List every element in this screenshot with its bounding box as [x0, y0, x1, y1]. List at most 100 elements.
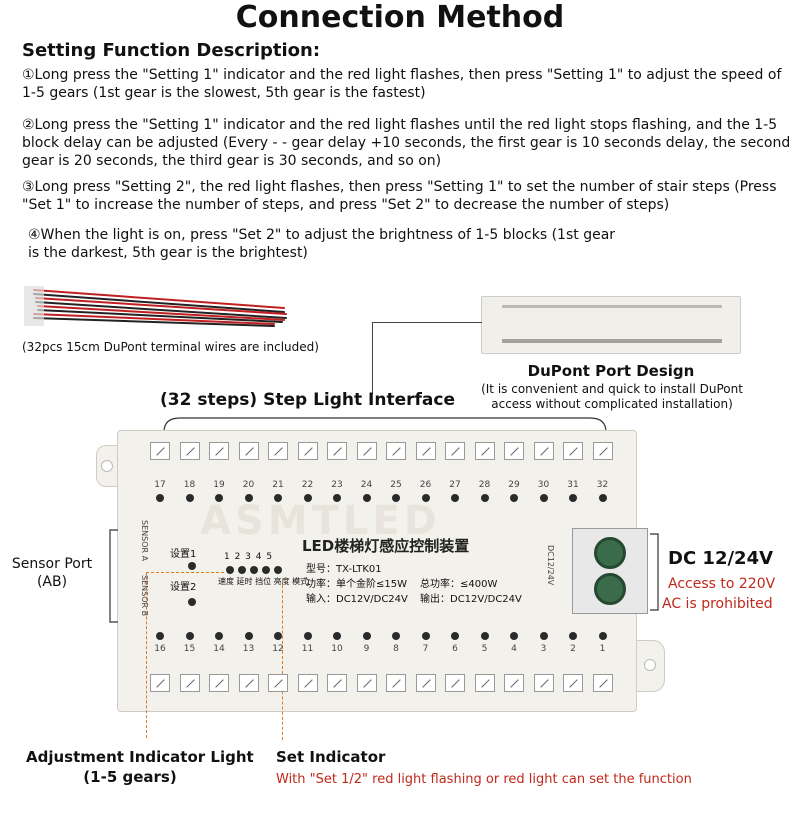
dc-warning-2: AC is prohibited	[662, 596, 773, 612]
dc-bracket	[650, 533, 659, 611]
step-number-top: 32	[596, 480, 609, 490]
adjustment-label: Adjustment Indicator Light	[26, 748, 254, 766]
dupont-title: DuPont Port Design	[527, 362, 695, 380]
step-terminal-bottom[interactable]	[415, 674, 436, 692]
step-terminal-top[interactable]	[415, 442, 436, 460]
dupont-description: (It is convenient and quick to install D…	[481, 382, 743, 411]
step-terminal-top[interactable]	[179, 442, 200, 460]
step-number-top: 28	[478, 480, 491, 490]
controller-board	[117, 430, 637, 712]
step-led-bottom	[185, 632, 194, 640]
step-terminal-top[interactable]	[150, 442, 170, 460]
board-watermark: ASMTLED	[200, 498, 441, 544]
step-led-top	[451, 494, 459, 502]
gear-led-3	[250, 566, 258, 574]
gear-labels: 速度 延时 挡位 亮度 模式	[218, 577, 309, 586]
step-led-top	[510, 494, 518, 502]
dc-warning-1: Access to 220V	[668, 576, 776, 592]
board-mount-tab-left	[96, 445, 119, 487]
step-terminal-top[interactable]	[268, 442, 288, 460]
step-terminal-bottom[interactable]	[179, 674, 200, 692]
step-terminal-top[interactable]	[474, 442, 495, 460]
step-number-top: 18	[183, 480, 196, 490]
set2-indicator-led[interactable]	[188, 598, 196, 606]
step-led-top	[480, 494, 489, 502]
step-number-top: 17	[154, 480, 166, 490]
board-input: 输入：DC12V/DC24V	[306, 594, 408, 605]
board-name: LED楼梯灯感应控制装置	[302, 537, 470, 555]
step-terminal-top[interactable]	[238, 442, 259, 460]
step-terminal-top[interactable]	[445, 442, 465, 460]
step-led-bottom	[392, 632, 400, 640]
step-number-top: 27	[449, 480, 461, 490]
set1-indicator-led[interactable]	[188, 562, 196, 570]
step-terminal-top[interactable]	[386, 442, 406, 460]
step-terminal-top[interactable]	[297, 442, 318, 460]
step-led-bottom	[480, 632, 489, 640]
step-terminal-bottom[interactable]	[150, 674, 170, 692]
step-terminal-bottom[interactable]	[533, 674, 554, 692]
step-terminal-top[interactable]	[356, 442, 377, 460]
sensor-b-label: SENSOR B	[140, 575, 149, 617]
step-number-top: 24	[360, 480, 373, 490]
step-led-bottom	[539, 632, 548, 640]
step-led-top	[362, 494, 371, 502]
dupont-wires-image	[24, 286, 287, 327]
set2-label: 设置2	[170, 582, 197, 593]
step-terminal-top[interactable]	[533, 442, 554, 460]
step-led-top	[303, 494, 312, 502]
step-terminal-bottom[interactable]	[297, 674, 318, 692]
step-number-bottom: 4	[511, 644, 517, 654]
connector-line	[372, 322, 373, 394]
step-led-top	[333, 494, 341, 502]
step-terminal-top[interactable]	[327, 442, 347, 460]
set-indicator-callout-line	[282, 580, 284, 740]
adjustment-sub: (1-5 gears)	[83, 768, 177, 786]
gear-led-5	[274, 566, 282, 574]
step-led-top	[215, 494, 223, 502]
step-number-bottom: 8	[393, 644, 399, 654]
step-terminal-top[interactable]	[592, 442, 613, 460]
connector-line	[372, 322, 482, 323]
dupont-module-image	[481, 296, 741, 354]
step-terminal-bottom[interactable]	[445, 674, 465, 692]
step-interface-label: (32 steps) Step Light Interface	[160, 390, 456, 410]
voltage-tag: DC12/24V	[546, 545, 555, 586]
step-terminal-bottom[interactable]	[474, 674, 495, 692]
step-led-bottom	[215, 632, 223, 640]
set-indicator-desc: With "Set 1/2" red light flashing or red…	[276, 772, 692, 787]
step-terminal-bottom[interactable]	[563, 674, 583, 692]
step-terminal-bottom[interactable]	[386, 674, 406, 692]
power-terminal-block[interactable]	[572, 528, 648, 614]
step-terminal-bottom[interactable]	[592, 674, 613, 692]
board-model: 型号：TX-LTK01	[306, 564, 382, 575]
step-terminal-top[interactable]	[563, 442, 583, 460]
step-led-bottom	[303, 632, 312, 640]
step-number-bottom: 10	[331, 644, 343, 654]
step-terminal-bottom[interactable]	[238, 674, 259, 692]
step-terminal-bottom[interactable]	[356, 674, 377, 692]
step-terminal-bottom[interactable]	[209, 674, 229, 692]
step-terminal-top[interactable]	[504, 442, 524, 460]
step-terminal-bottom[interactable]	[268, 674, 288, 692]
board-output: 输出：DC12V/DC24V	[420, 594, 522, 605]
step-number-bottom: 6	[452, 644, 458, 654]
section-subtitle: Setting Function Description:	[22, 40, 321, 61]
sensor-port-sub: (AB)	[36, 574, 68, 590]
wires-caption: (32pcs 15cm DuPont terminal wires are in…	[22, 340, 319, 354]
step-led-top	[156, 494, 164, 502]
step-number-bottom: 12	[272, 644, 284, 654]
step-number-bottom: 5	[481, 644, 488, 654]
step-number-bottom: 1	[599, 644, 606, 654]
set-indicator-title: Set Indicator	[276, 748, 386, 766]
step-terminal-bottom[interactable]	[504, 674, 524, 692]
step-number-top: 31	[567, 480, 579, 490]
step-number-top: 23	[331, 480, 343, 490]
step-number-top: 29	[508, 480, 520, 490]
step-terminal-bottom[interactable]	[327, 674, 347, 692]
step-led-bottom	[569, 632, 577, 640]
step-number-bottom: 9	[363, 644, 370, 654]
step-number-bottom: 7	[422, 644, 429, 654]
step-number-top: 30	[537, 480, 550, 490]
step-terminal-top[interactable]	[209, 442, 229, 460]
